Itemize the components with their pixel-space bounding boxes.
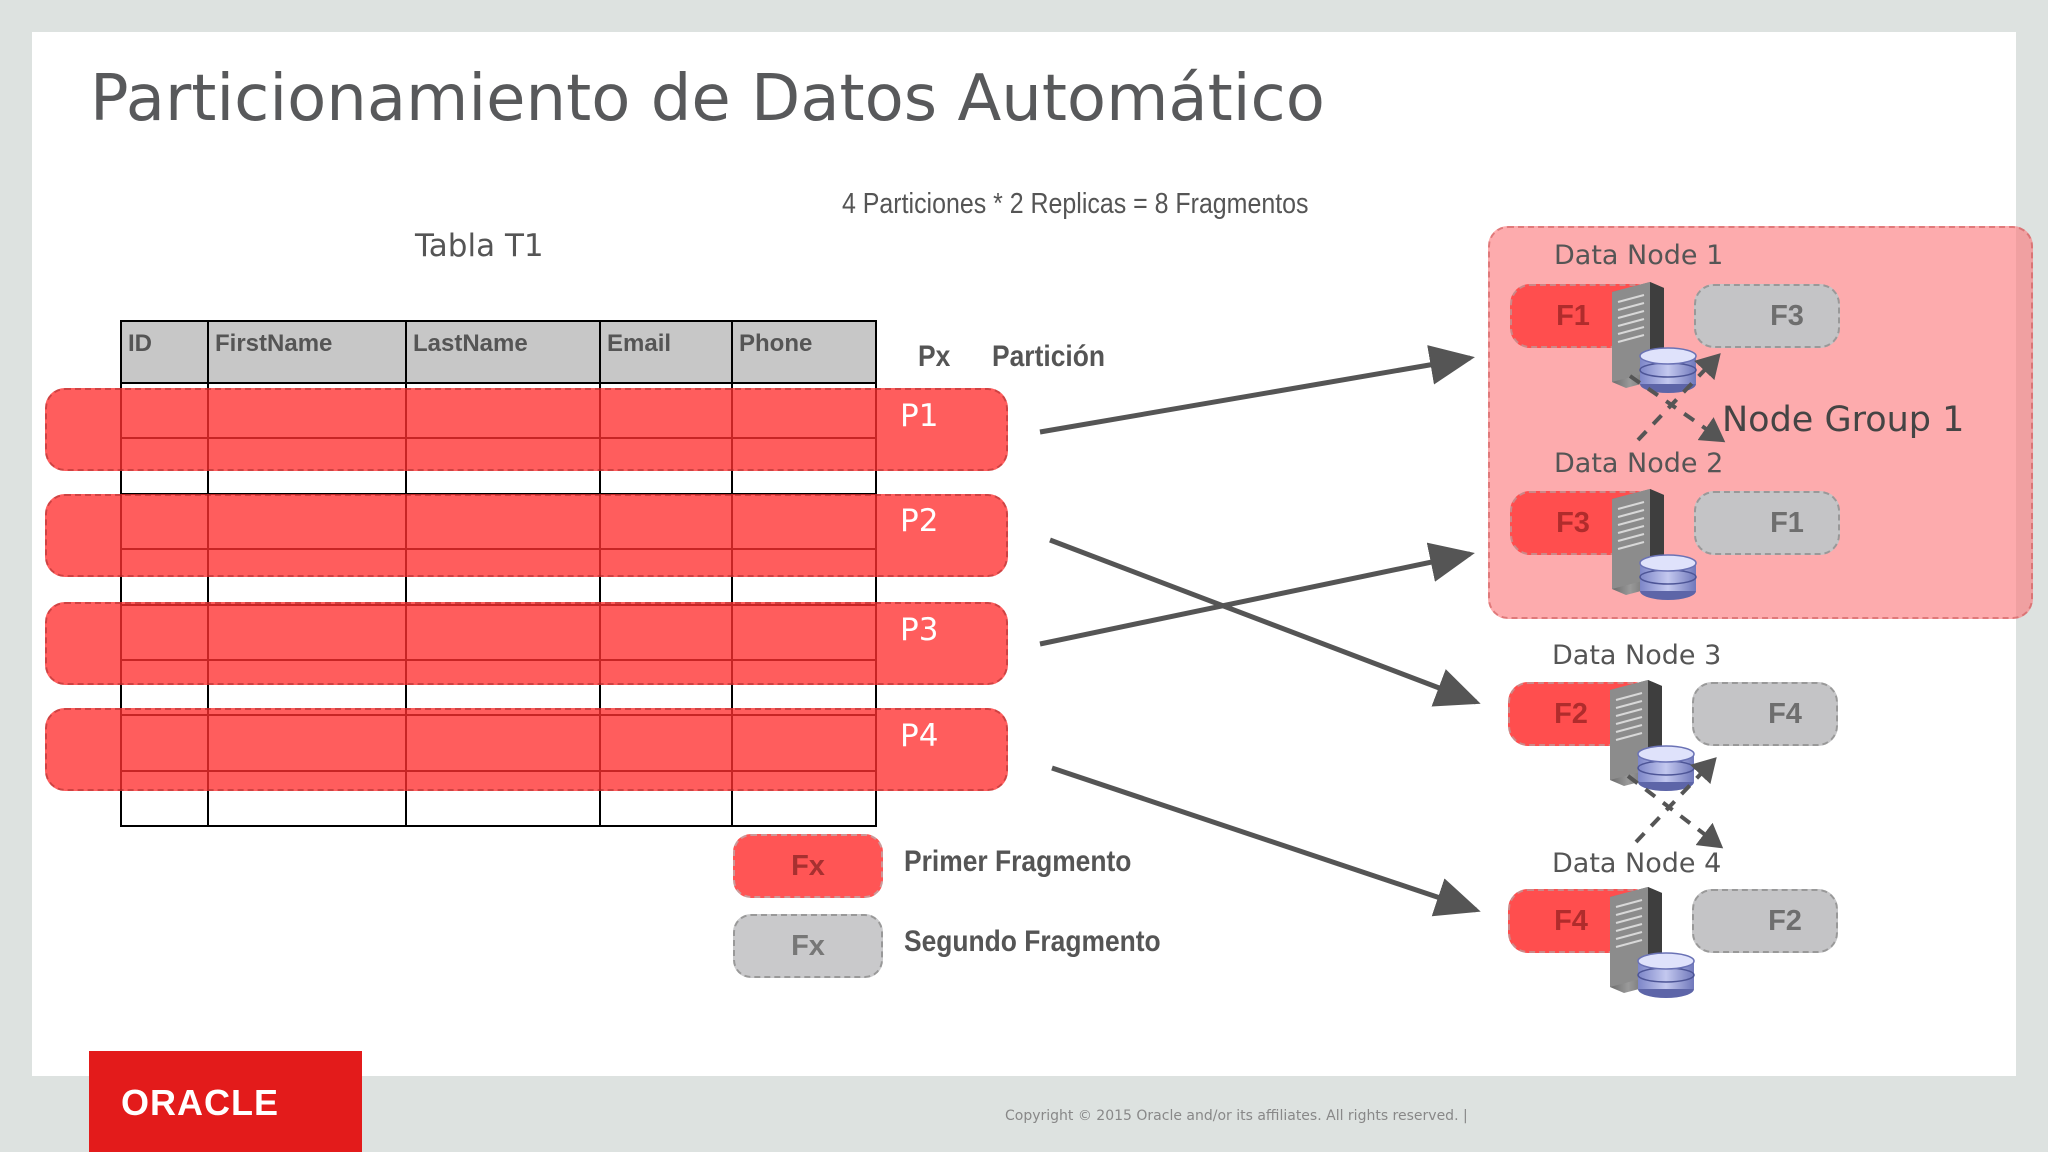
node-group-label: Node Group 1 bbox=[1722, 400, 1965, 440]
table-header-row: ID FirstName LastName Email Phone bbox=[120, 320, 877, 384]
px-column-header: Px bbox=[918, 340, 951, 373]
partition-label-p3: P3 bbox=[900, 612, 939, 648]
svg-text:ORACLE: ORACLE bbox=[121, 1082, 279, 1122]
partition-label-p2: P2 bbox=[900, 503, 939, 539]
page-title: Particionamiento de Datos Automático bbox=[90, 62, 1325, 136]
legend-primary-swatch: Fx bbox=[733, 834, 883, 898]
legend-secondary-swatch: Fx bbox=[733, 914, 883, 978]
partition-label-p1: P1 bbox=[900, 398, 939, 434]
server-icon bbox=[1602, 485, 1698, 607]
table-title: Tabla T1 bbox=[415, 228, 544, 264]
partition-label-p4: P4 bbox=[900, 718, 939, 754]
server-icon bbox=[1600, 883, 1696, 1005]
oracle-wordmark: ORACLE bbox=[121, 1082, 279, 1122]
partition-band-p4 bbox=[45, 708, 1008, 791]
legend-primary-label: Primer Fragmento bbox=[904, 845, 1132, 878]
partition-band-p2 bbox=[45, 494, 1008, 577]
partition-band-p3 bbox=[45, 602, 1008, 685]
particion-column-header: Partición bbox=[992, 340, 1105, 373]
data-node-3-title: Data Node 3 bbox=[1552, 640, 1722, 671]
column-header-email: Email bbox=[599, 320, 733, 384]
data-node-2-title: Data Node 2 bbox=[1554, 448, 1724, 479]
oracle-logo: ORACLE bbox=[89, 1051, 362, 1152]
partition-band-p1 bbox=[45, 388, 1008, 471]
column-header-lastname: LastName bbox=[405, 320, 601, 384]
data-node-1-secondary-fragment: F3 bbox=[1694, 284, 1840, 348]
data-node-4-title: Data Node 4 bbox=[1552, 848, 1722, 879]
column-header-firstname: FirstName bbox=[207, 320, 407, 384]
data-node-3-secondary-fragment: F4 bbox=[1692, 682, 1838, 746]
server-icon bbox=[1600, 676, 1696, 798]
data-node-2-secondary-fragment: F1 bbox=[1694, 491, 1840, 555]
legend-secondary-label: Segundo Fragmento bbox=[904, 925, 1161, 958]
server-icon bbox=[1602, 278, 1698, 400]
data-node-1-title: Data Node 1 bbox=[1554, 240, 1724, 271]
column-header-id: ID bbox=[120, 320, 209, 384]
fragment-formula: 4 Particiones * 2 Replicas = 8 Fragmento… bbox=[842, 188, 1309, 220]
copyright-notice: Copyright © 2015 Oracle and/or its affil… bbox=[1005, 1108, 1468, 1124]
data-node-4-secondary-fragment: F2 bbox=[1692, 889, 1838, 953]
column-header-phone: Phone bbox=[731, 320, 877, 384]
